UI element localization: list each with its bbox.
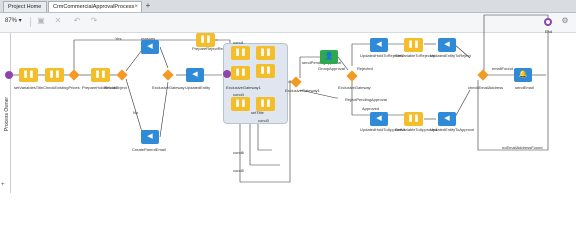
flow-label: RejectPendingApproval xyxy=(345,97,387,102)
task-label: reasons xyxy=(141,36,156,41)
gateway-label: ExclusiveGateway1 xyxy=(285,88,320,93)
zoom-select[interactable]: 87% ▾ xyxy=(5,18,22,24)
flow-label: Rejected xyxy=(357,66,373,71)
tab-bar: Project Home CrmCommercialApprovalProces… xyxy=(0,0,576,13)
gateway-label: checkEmailAddress xyxy=(468,85,504,90)
task-label: SetVariableToApproved xyxy=(395,127,437,132)
task-cond3[interactable]: ❚❚ xyxy=(256,64,275,78)
task-label: UpdatedEntityToApprove xyxy=(430,127,475,132)
task-label: setVariablesTitleCheckExistingPrices xyxy=(14,85,80,90)
task-check-existing[interactable]: ❚❚ xyxy=(45,68,64,82)
task-updated-entity-approve[interactable]: ◀ xyxy=(438,112,456,126)
gateway-label: isHoldObject xyxy=(104,85,127,90)
task-cond5[interactable]: ❚❚ xyxy=(256,97,275,111)
undo-icon[interactable]: ↶ xyxy=(73,16,81,25)
task-reasons[interactable]: ◀ xyxy=(141,40,159,54)
end-event-icon[interactable] xyxy=(544,18,552,26)
task-prepare-reject-request[interactable]: ❚❚ xyxy=(196,33,215,47)
tab-label: Project Home xyxy=(8,4,42,10)
task-create-parent-email[interactable]: ◀ xyxy=(141,130,159,144)
task-set-variables-title[interactable]: ❚❚ xyxy=(19,68,38,82)
tab-label: CrmCommercialApprovalProcess xyxy=(53,4,135,10)
end-label: End xyxy=(545,29,553,34)
toolbar-divider xyxy=(30,17,31,27)
task-label: sendEmail xyxy=(515,85,534,90)
flow-label: Approved xyxy=(362,106,380,111)
task-updated-hold-approved[interactable]: ◀ xyxy=(370,112,388,126)
task-label: SetVariableToRejected xyxy=(395,53,436,58)
lane-label: Process Owner xyxy=(4,96,10,132)
redo-icon[interactable]: ↷ xyxy=(90,16,98,25)
task-updated-hold-rejected[interactable]: ◀ xyxy=(370,38,388,52)
task-label: UpdatedHoldToRejected xyxy=(360,53,404,58)
task-cond4[interactable]: ❚❚ xyxy=(231,97,250,111)
tab-process[interactable]: CrmCommercialApprovalProcess× xyxy=(48,1,142,12)
tab-project-home[interactable]: Project Home xyxy=(3,1,47,12)
task-label: setTitle xyxy=(251,110,264,115)
flow-label-no: No xyxy=(133,110,139,115)
gateway-label: ExclusiveGateway1 xyxy=(226,85,261,90)
task-label: UpdatedHoldToApproved xyxy=(360,127,405,132)
process-canvas[interactable] xyxy=(0,33,576,198)
close-icon[interactable]: × xyxy=(134,4,138,10)
flow-label-yes: Yes xyxy=(115,36,122,41)
task-label: PrepareRejectRequest xyxy=(192,46,233,51)
task-set-variable-rejected[interactable]: ❚❚ xyxy=(404,38,423,52)
start-event-icon[interactable] xyxy=(5,71,13,79)
task-set-variable-approved[interactable]: ❚❚ xyxy=(404,112,423,126)
task-label: UpdatedEntity xyxy=(185,85,211,90)
task-label: PrepareHoldRecord xyxy=(82,85,118,90)
task-label: cond1 xyxy=(233,40,244,45)
toolbar: 87% ▾ ▣ ✕ ↶ ↷ ⚙ xyxy=(0,13,576,33)
task-label: UpdatedEntityToReject xyxy=(430,53,471,58)
task-prepare-hold-record[interactable]: ❚❚ xyxy=(91,68,110,82)
gateway-label: ExclusiveGateway xyxy=(152,85,185,90)
intermediate-event-icon[interactable] xyxy=(223,70,231,78)
task-label: cond3 xyxy=(258,118,269,123)
zoom-value: 87% xyxy=(5,18,18,24)
task-label: cond5 xyxy=(233,168,244,173)
task-cond1[interactable]: ❚❚ xyxy=(231,46,250,60)
task-updated-entity-reject[interactable]: ◀ xyxy=(438,38,456,52)
delete-icon[interactable]: ✕ xyxy=(54,16,62,25)
process-lane: Process Owner xyxy=(3,33,11,193)
task-label: GroupApproval xyxy=(318,66,345,71)
task-group-approval[interactable]: 👤 xyxy=(320,50,338,64)
task-send-email[interactable]: 🔔 xyxy=(514,68,532,82)
task-cond2[interactable]: ❚❚ xyxy=(256,46,275,60)
gateway-label: ExclusiveGateway xyxy=(338,85,371,90)
task-label: cond6 xyxy=(233,150,244,155)
settings-icon[interactable]: ⚙ xyxy=(561,16,569,25)
task-updated-entity[interactable]: ◀ xyxy=(186,68,204,82)
task-set-title[interactable]: ❚❚ xyxy=(231,66,250,80)
task-label: cond4 xyxy=(233,92,244,97)
flow-label: noEmailAddressFound xyxy=(502,145,543,150)
add-lane-icon[interactable]: + xyxy=(1,182,5,188)
task-label: CreateParentEmail xyxy=(132,147,166,152)
save-icon[interactable]: ▣ xyxy=(37,16,45,25)
add-tab-icon[interactable]: + xyxy=(145,1,151,10)
flow-label: emailFound xyxy=(492,66,513,71)
